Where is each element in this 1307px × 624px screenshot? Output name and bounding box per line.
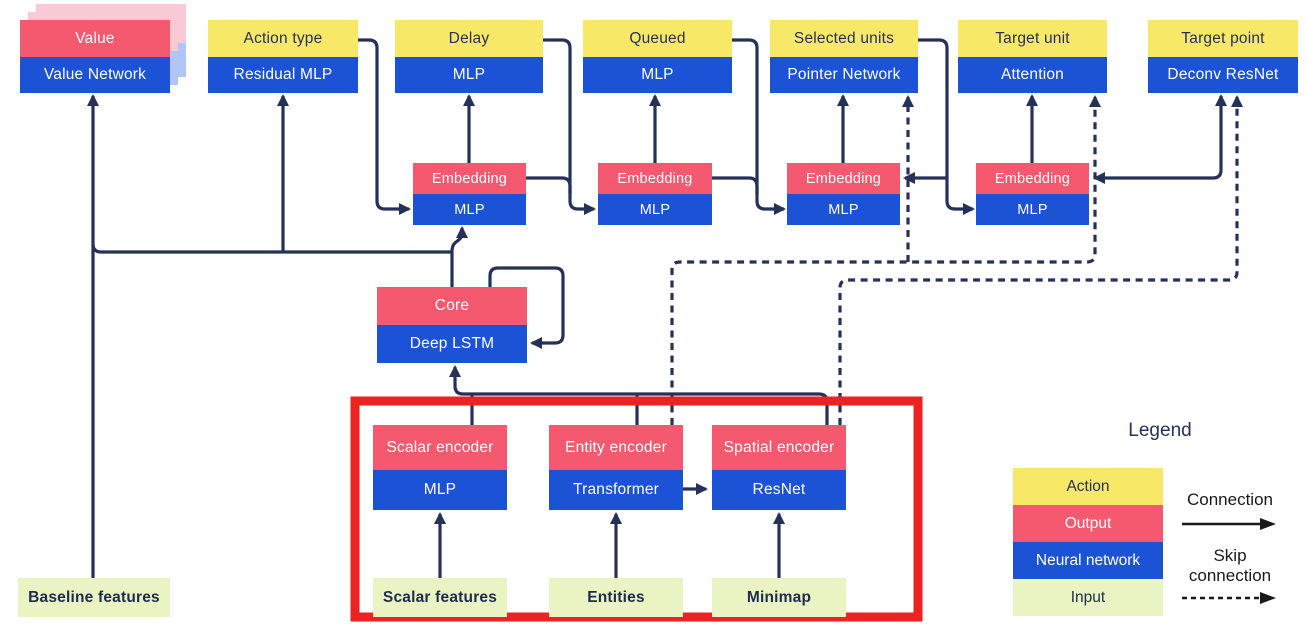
input-baseline-features: Baseline features (18, 578, 170, 617)
node-queued-label: Queued (583, 20, 732, 57)
input-entities: Entities (549, 578, 683, 617)
embedding-3-label: Embedding (787, 163, 900, 194)
node-action-type-network: Residual MLP (208, 57, 358, 93)
node-value: Value Value Network (20, 20, 170, 93)
encoder-spatial-network: ResNet (712, 470, 846, 510)
embedding-1-label: Embedding (413, 163, 526, 194)
node-target-unit: Target unit Attention (958, 20, 1107, 93)
encoder-highlight-box (350, 396, 923, 622)
node-queued-network: MLP (583, 57, 732, 93)
embedding-4: Embedding MLP (976, 163, 1089, 225)
node-queued: Queued MLP (583, 20, 732, 93)
embedding-1-network: MLP (413, 194, 526, 225)
node-core-network: Deep LSTM (377, 325, 527, 363)
legend-connection-arrow (1182, 518, 1276, 530)
node-delay-label: Delay (395, 20, 543, 57)
legend-skip-label-line1: Skip (1213, 546, 1247, 565)
encoder-entity: Entity encoder Transformer (549, 425, 683, 510)
encoder-entity-network: Transformer (549, 470, 683, 510)
node-target-unit-network: Attention (958, 57, 1107, 93)
legend-title: Legend (1128, 420, 1192, 441)
embedding-2-network: MLP (598, 194, 712, 225)
encoder-scalar-label: Scalar encoder (373, 425, 507, 470)
embedding-3: Embedding MLP (787, 163, 900, 225)
input-minimap: Minimap (712, 578, 846, 617)
encoder-scalar: Scalar encoder MLP (373, 425, 507, 510)
embedding-1: Embedding MLP (413, 163, 526, 225)
legend-skip-label-line2: connection (1188, 566, 1272, 585)
node-target-point-label: Target point (1148, 20, 1298, 57)
encoder-scalar-network: MLP (373, 470, 507, 510)
node-value-network: Value Network (20, 57, 170, 93)
node-target-unit-label: Target unit (958, 20, 1107, 57)
encoder-spatial: Spatial encoder ResNet (712, 425, 846, 510)
node-core-label: Core (377, 287, 527, 325)
embedding-2: Embedding MLP (598, 163, 712, 225)
embedding-4-label: Embedding (976, 163, 1089, 194)
embedding-4-network: MLP (976, 194, 1089, 225)
node-delay-network: MLP (395, 57, 543, 93)
legend-connection-label: Connection (1186, 490, 1273, 509)
legend-skip-connection-arrow (1182, 592, 1276, 604)
node-value-label: Value (20, 20, 170, 57)
legend-item-output: Output (1013, 505, 1163, 542)
node-delay: Delay MLP (395, 20, 543, 93)
embedding-3-network: MLP (787, 194, 900, 225)
skip-connections (670, 95, 1243, 425)
embedding-2-label: Embedding (598, 163, 712, 194)
node-selected-units: Selected units Pointer Network (770, 20, 918, 93)
node-selected-units-label: Selected units (770, 20, 918, 57)
legend-item-neural-network: Neural network (1013, 542, 1163, 579)
node-core: Core Deep LSTM (377, 287, 527, 363)
node-action-type-label: Action type (208, 20, 358, 57)
encoder-entity-label: Entity encoder (549, 425, 683, 470)
node-target-point: Target point Deconv ResNet (1148, 20, 1298, 93)
legend-item-input: Input (1013, 579, 1163, 616)
input-scalar-features: Scalar features (373, 578, 507, 617)
node-action-type: Action type Residual MLP (208, 20, 358, 93)
legend-item-action: Action (1013, 468, 1163, 505)
node-selected-units-network: Pointer Network (770, 57, 918, 93)
encoder-spatial-label: Spatial encoder (712, 425, 846, 470)
node-target-point-network: Deconv ResNet (1148, 57, 1298, 93)
